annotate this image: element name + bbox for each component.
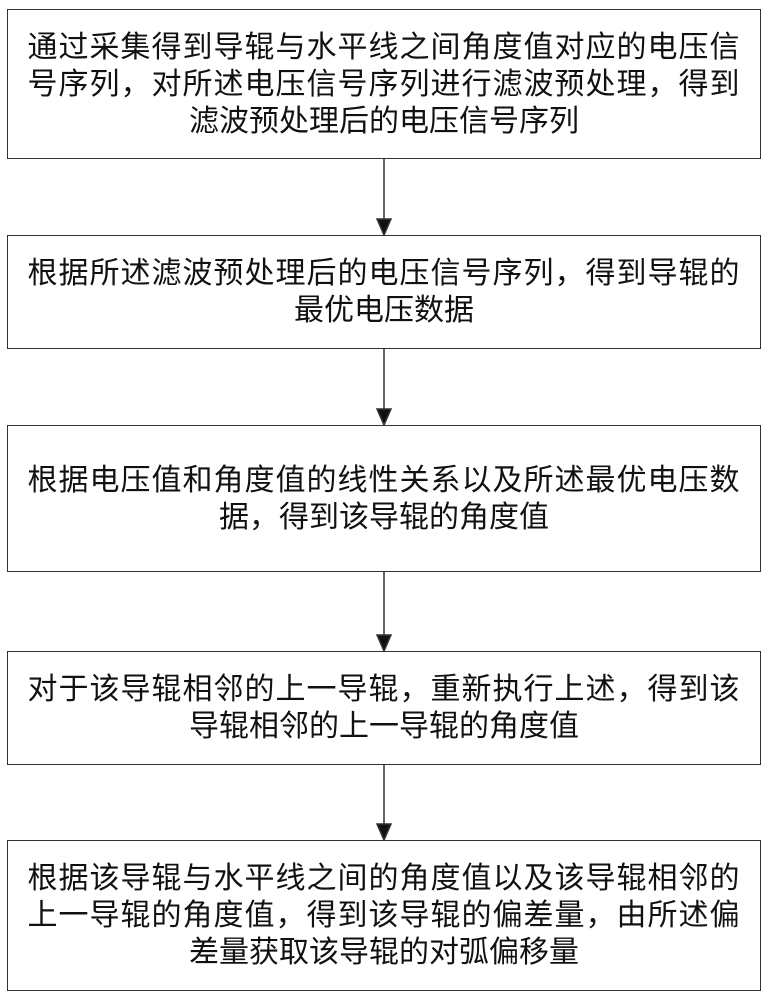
step-5-box: 根据该导辊与水平线之间的角度值以及该导辊相邻的 上一导辊的角度值，得到该导辊的偏… bbox=[7, 840, 761, 991]
step-5-line-2: 上一导辊的角度值，得到该导辊的偏差量，由所述偏 bbox=[27, 898, 741, 933]
step-4-line-1: 对于该导辊相邻的上一导辊，重新执行上述，得到该 bbox=[27, 672, 741, 707]
step-1-line-2: 号序列，对所述电压信号序列进行滤波预处理，得到 bbox=[27, 66, 741, 102]
step-4-line-2: 导辊相邻的上一导辊的角度值 bbox=[189, 709, 579, 744]
step-4-box: 对于该导辊相邻的上一导辊，重新执行上述，得到该 导辊相邻的上一导辊的角度值 bbox=[7, 651, 761, 765]
step-3-box: 根据电压值和角度值的线性关系以及所述最优电压数 据，得到该导辊的角度值 bbox=[7, 425, 761, 572]
step-2-box: 根据所述滤波预处理后的电压信号序列，得到导辊的 最优电压数据 bbox=[7, 235, 761, 349]
arrowhead-1-2 bbox=[375, 218, 393, 237]
arrowhead-3-4 bbox=[375, 634, 393, 653]
step-1-line-3: 滤波预处理后的电压信号序列 bbox=[189, 103, 579, 139]
step-3-line-1: 根据电压值和角度值的线性关系以及所述最优电压数 bbox=[27, 462, 741, 498]
step-5-line-1: 根据该导辊与水平线之间的角度值以及该导辊相邻的 bbox=[27, 861, 741, 896]
arrowhead-4-5 bbox=[375, 823, 393, 842]
step-5-line-3: 差量获取该导辊的对弧偏移量 bbox=[189, 935, 579, 970]
step-2-line-2: 最优电压数据 bbox=[294, 293, 474, 328]
step-1-box: 通过采集得到导辊与水平线之间角度值对应的电压信 号序列，对所述电压信号序列进行滤… bbox=[7, 9, 761, 159]
step-2-line-1: 根据所述滤波预处理后的电压信号序列，得到导辊的 bbox=[27, 256, 741, 291]
arrowhead-2-3 bbox=[375, 408, 393, 427]
step-1-line-1: 通过采集得到导辊与水平线之间角度值对应的电压信 bbox=[27, 29, 741, 65]
step-3-line-2: 据，得到该导辊的角度值 bbox=[219, 499, 549, 535]
